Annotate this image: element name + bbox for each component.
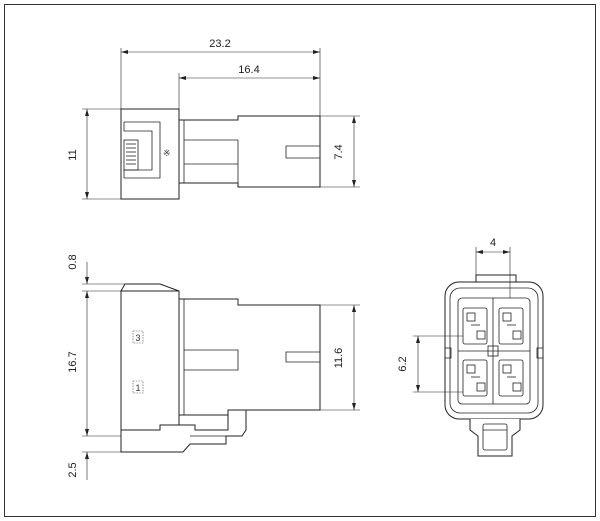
dim-front-pitch-h-label: 4 [490,237,496,249]
side-view-pin-3-label: 3 [135,333,140,343]
dim-top-slot-height: 7.4 [320,115,360,188]
side-view-terminal [184,349,239,371]
top-view-slot [285,145,320,159]
dim-bottom-offset: 2.5 [67,451,121,480]
side-view-pin-1-box [132,380,144,394]
dim-side-slot-height-label: 11.6 [333,348,345,369]
dim-total-length-label: 23.2 [209,38,230,50]
dim-latch-offset: 0.8 [67,254,125,292]
dim-side-slot-height: 11.6 [320,304,360,411]
dim-side-height: 16.7 [67,291,121,437]
top-view-body [178,115,321,188]
front-view-bottom-lock [469,419,521,457]
front-view-cavity-top-right [498,307,524,345]
dim-total-length: 23.2 [120,38,321,116]
front-view-cavity-bottom-left [462,359,488,397]
top-view-latch-block [120,108,180,200]
side-view-pin-3-box [132,330,144,344]
top-view: ※ [120,108,321,200]
dim-front-pitch-v-label: 6.2 [397,356,409,371]
front-view-center-key [487,345,499,357]
dim-body-length-label: 16.4 [238,64,259,76]
dim-front-pitch-h: 4 [475,237,511,298]
side-view: 3 1 [120,283,321,453]
dim-body-length: 16.4 [178,64,320,109]
dim-top-height: 11 [67,108,121,200]
front-view-housing [444,281,544,420]
side-view-pin-1-label: 1 [135,383,140,393]
dim-top-height-label: 11 [67,149,79,160]
side-view-bottom-lock [120,409,247,453]
front-view-cavity-top-left [462,307,488,345]
dim-latch-offset-label: 0.8 [67,254,79,269]
top-view-latch-clip [123,121,161,179]
side-view-slot [285,351,320,363]
front-view-top-tab [475,274,517,282]
top-view-latch-tab [123,139,139,171]
front-view [444,274,544,457]
dim-top-slot-height-label: 7.4 [333,144,345,159]
dim-bottom-offset-label: 2.5 [67,462,79,477]
side-view-latch-ridge [120,283,180,292]
drawing-frame [4,4,596,517]
top-view-mark-symbol: ※ [163,148,171,158]
dim-side-height-label: 16.7 [67,351,79,372]
dim-front-pitch-v: 6.2 [397,335,463,393]
front-view-cavity-bottom-right [498,359,524,397]
side-view-left-block [120,290,180,431]
side-view-body [178,298,321,416]
